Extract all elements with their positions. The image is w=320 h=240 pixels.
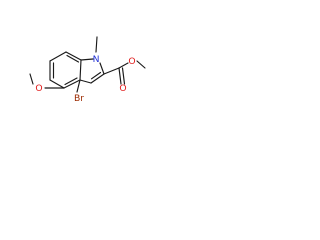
atom-bromine: Br <box>74 93 84 104</box>
bond-c3a-n1 <box>80 58 94 61</box>
bond-c7-c7a <box>49 51 67 62</box>
bond-c3-c4 <box>79 79 92 84</box>
bond-ester-o-methyl <box>136 60 146 69</box>
bond-carbonyl-o-b <box>121 67 126 85</box>
bond-inner-c7a-c3a <box>66 54 80 63</box>
bond-c3a-c4 <box>79 59 82 81</box>
bond-c2-carbonyl <box>103 67 120 75</box>
atom-ester-alkoxy-oxygen: O <box>128 56 135 67</box>
bond-c4-c5 <box>63 79 81 89</box>
atom-carbonyl-oxygen: O <box>119 83 126 94</box>
bond-carbonyl-o-a <box>118 67 122 85</box>
bond-c5-c6 <box>49 79 65 89</box>
bond-c7a-c3a <box>65 51 82 61</box>
indole-ester-structure: N Br O O O <box>29 36 146 104</box>
bond-n1-methyl <box>95 36 98 53</box>
atom-methoxy-oxygen: O <box>35 83 42 94</box>
bond-inner-c4-c5 <box>64 77 78 86</box>
bond-c2-c3-double <box>90 71 102 80</box>
bond-n1-c2 <box>99 62 105 75</box>
bond-c4-br <box>76 79 81 93</box>
bond-o-methyl <box>29 73 34 85</box>
bond-carbonyl-ester-o <box>118 62 129 69</box>
atom-nitrogen: N <box>93 54 100 65</box>
structure-canvas: N Br O O O <box>0 0 152 152</box>
bond-c2-c3 <box>90 73 105 84</box>
